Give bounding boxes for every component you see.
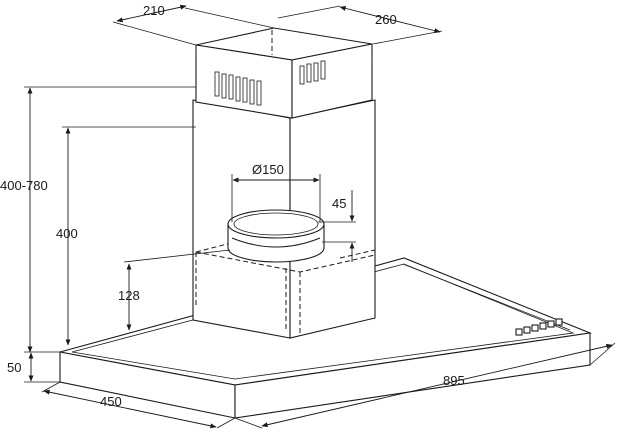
control-panel — [515, 318, 563, 336]
control-button-icon[interactable] — [523, 326, 531, 334]
upper-chimney — [195, 27, 373, 119]
control-button-icon[interactable] — [539, 322, 547, 330]
label-chimney-width: 260 — [375, 12, 397, 27]
label-total-height: 400-780 — [0, 178, 48, 193]
label-canopy-width: 895 — [443, 373, 465, 388]
label-canopy-depth: 450 — [100, 394, 122, 409]
label-chimney-depth: 210 — [143, 3, 165, 18]
control-button-icon[interactable] — [555, 318, 563, 326]
label-chimney-height: 400 — [56, 226, 78, 241]
duct-collar — [227, 209, 325, 263]
control-button-icon[interactable] — [547, 320, 555, 328]
vent-slots-icon — [214, 60, 326, 106]
control-button-icon[interactable] — [515, 328, 523, 336]
label-canopy-thickness: 50 — [7, 360, 21, 375]
motor-box — [195, 239, 376, 333]
dimension-labels: 210 260 400-780 400 Ø150 45 128 50 450 8… — [0, 3, 465, 409]
label-collar-height: 45 — [332, 196, 346, 211]
label-duct-diameter: Ø150 — [252, 162, 284, 177]
control-button-icon[interactable] — [531, 324, 539, 332]
label-motor-height: 128 — [118, 288, 140, 303]
dimension-lines — [24, 4, 616, 429]
